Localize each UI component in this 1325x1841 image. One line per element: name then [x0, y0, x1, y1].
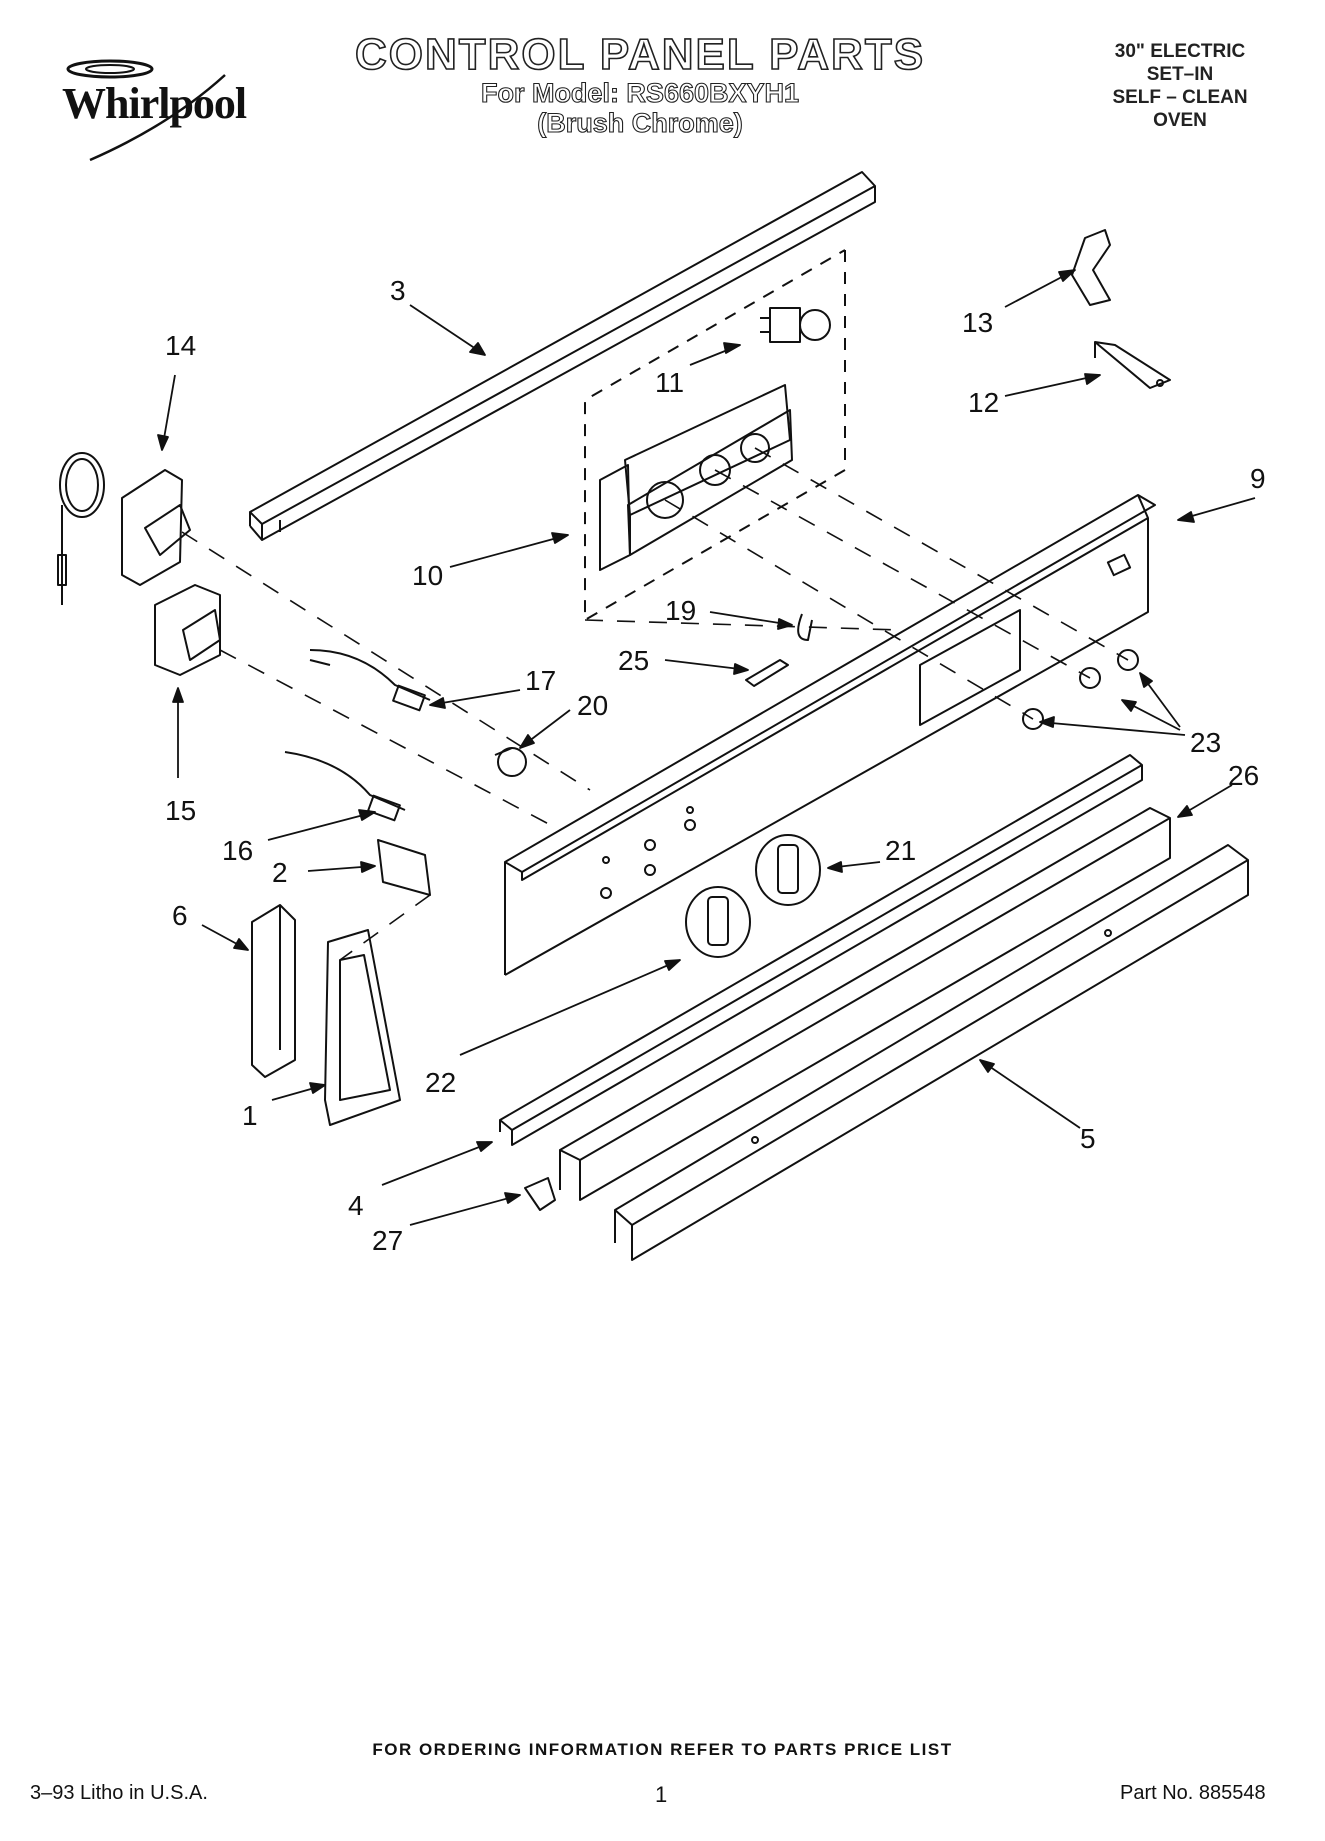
part-trim-strip-26	[559, 807, 1171, 1201]
callout-16: 16	[222, 835, 253, 866]
part-kick-plate-5	[614, 844, 1249, 1261]
part-clip-27	[524, 1177, 556, 1211]
callout-22: 22	[425, 1067, 456, 1098]
appliance-spec: 30" ELECTRIC SET–IN SELF – CLEAN OVEN	[1070, 40, 1290, 132]
ordering-note: FOR ORDERING INFORMATION REFER TO PARTS …	[372, 1740, 953, 1759]
assembly-grouping-box	[584, 249, 846, 621]
page-number: 1	[655, 1782, 668, 1807]
part-light-20	[494, 747, 527, 777]
part-harness-16	[284, 751, 406, 822]
part-switch-housing	[599, 384, 793, 571]
part-thermostat	[57, 452, 191, 605]
part-bracket-12	[1094, 341, 1171, 389]
callout-numbers: 3 14 11 13 12 9 10 19 25 17 20 15 16 2 6…	[165, 275, 1266, 1256]
spec-line: OVEN	[1153, 110, 1207, 131]
assembly-lines	[181, 447, 1129, 961]
part-end-bracket-1	[324, 929, 401, 1126]
part-lower-trim-4	[499, 754, 1143, 1146]
model-line: For Model: RS660BXYH1	[480, 77, 800, 108]
callout-10: 10	[412, 560, 443, 591]
callout-19: 19	[665, 595, 696, 626]
callout-17: 17	[525, 665, 556, 696]
callout-20: 20	[577, 690, 608, 721]
brand-wordmark: Whirlpool	[62, 79, 247, 128]
part-knob-21	[755, 834, 821, 906]
part-number: Part No. 885548	[1120, 1782, 1266, 1804]
callout-4: 4	[348, 1190, 364, 1221]
part-clip-25	[745, 659, 789, 687]
callout-21: 21	[885, 835, 916, 866]
part-harness-17	[309, 649, 431, 712]
spec-line: 30" ELECTRIC	[1114, 41, 1246, 62]
part-knob-22	[685, 886, 751, 958]
callout-14: 14	[165, 330, 196, 361]
part-control-panel	[504, 494, 1156, 976]
callout-5: 5	[1080, 1123, 1096, 1154]
callout-1: 1	[242, 1100, 258, 1131]
page-title: CONTROL PANEL PARTS	[354, 29, 926, 80]
callout-6: 6	[172, 900, 188, 931]
leader-arrows	[157, 269, 1256, 1226]
callout-9: 9	[1250, 463, 1266, 494]
callout-13: 13	[962, 307, 993, 338]
spec-line: SELF – CLEAN	[1112, 87, 1248, 108]
callout-3: 3	[390, 275, 406, 306]
spec-line: SET–IN	[1146, 64, 1214, 85]
part-bracket-2	[377, 839, 431, 896]
whirlpool-logo	[66, 59, 226, 162]
callout-25: 25	[618, 645, 649, 676]
finish-line: (Brush Chrome)	[537, 107, 744, 138]
litho-note: 3–93 Litho in U.S.A.	[30, 1782, 208, 1804]
callout-2: 2	[272, 857, 288, 888]
part-clip-19	[797, 613, 813, 641]
part-end-cap-6	[251, 904, 296, 1078]
callout-12: 12	[968, 387, 999, 418]
callout-26: 26	[1228, 760, 1259, 791]
callout-23: 23	[1190, 727, 1221, 758]
part-top-trim	[249, 171, 876, 541]
part-nuts	[1022, 649, 1139, 730]
part-bracket-13	[1071, 229, 1111, 306]
part-selector-switch	[760, 307, 831, 343]
callout-15: 15	[165, 795, 196, 826]
callout-27: 27	[372, 1225, 403, 1256]
part-switch-15	[154, 584, 221, 676]
callout-11: 11	[655, 367, 684, 398]
